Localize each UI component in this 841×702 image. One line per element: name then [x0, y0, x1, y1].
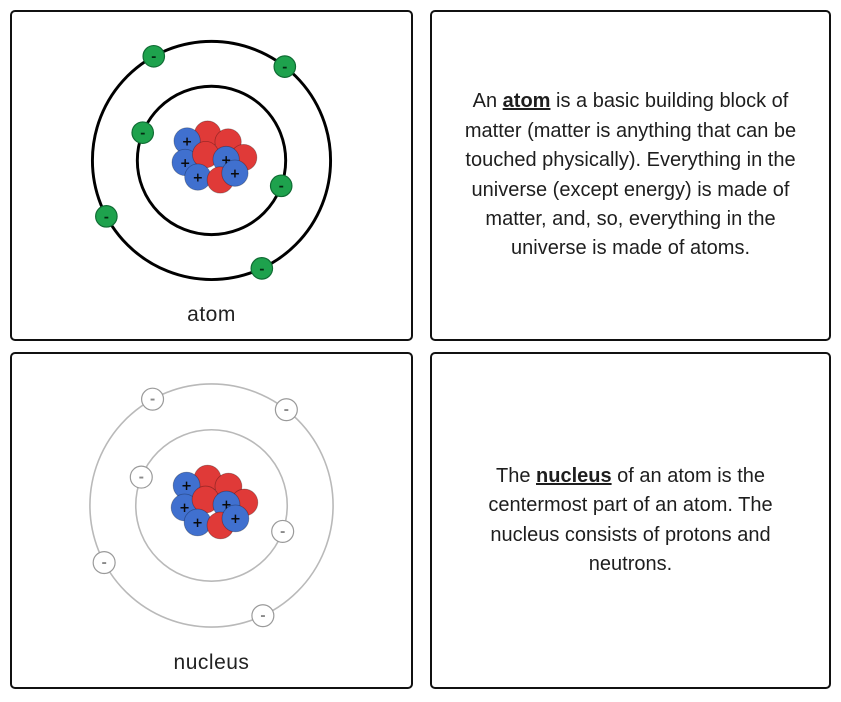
- atom-definition-text: An atom is a basic building block of mat…: [458, 87, 803, 263]
- atom-diagram: +++++------: [12, 16, 411, 301]
- svg-text:-: -: [282, 59, 287, 74]
- atom-definition-prefix: An: [472, 90, 503, 113]
- svg-text:+: +: [180, 155, 191, 170]
- svg-text:+: +: [192, 516, 203, 531]
- svg-text:+: +: [193, 169, 204, 184]
- nucleus-picture-card: +++++------ nucleus: [10, 352, 413, 689]
- svg-text:-: -: [150, 393, 155, 408]
- atom-definition-card: An atom is a basic building block of mat…: [430, 10, 831, 341]
- svg-text:-: -: [151, 49, 156, 64]
- svg-text:-: -: [260, 609, 265, 624]
- svg-text:+: +: [230, 166, 241, 181]
- atom-definition-rest: is a basic building block of matter (mat…: [464, 90, 797, 260]
- atom-term: atom: [502, 90, 551, 113]
- svg-text:-: -: [284, 403, 289, 418]
- svg-text:+: +: [182, 133, 193, 148]
- svg-text:-: -: [101, 556, 106, 571]
- nucleus-card-label: nucleus: [173, 651, 250, 674]
- nucleus-definition-text: The nucleus of an atom is the centermost…: [458, 462, 803, 580]
- svg-text:+: +: [181, 479, 192, 494]
- svg-text:-: -: [280, 525, 285, 540]
- svg-text:-: -: [139, 471, 144, 486]
- nucleus-definition-card: The nucleus of an atom is the centermost…: [430, 352, 831, 689]
- nucleus-definition-prefix: The: [495, 464, 537, 487]
- svg-text:+: +: [221, 152, 232, 167]
- svg-text:+: +: [179, 501, 190, 516]
- nucleus-definition-rest: of an atom is the centermost part of an …: [488, 464, 773, 575]
- atom-picture-card: +++++------ atom: [10, 10, 413, 341]
- nucleus-diagram: +++++------: [12, 358, 411, 649]
- svg-text:-: -: [259, 261, 264, 276]
- svg-text:+: +: [221, 498, 232, 513]
- svg-text:-: -: [140, 125, 145, 140]
- svg-text:+: +: [230, 512, 241, 527]
- nucleus-term: nucleus: [536, 464, 612, 487]
- atom-card-label: atom: [187, 303, 236, 326]
- svg-text:-: -: [104, 209, 109, 224]
- svg-text:-: -: [279, 178, 284, 193]
